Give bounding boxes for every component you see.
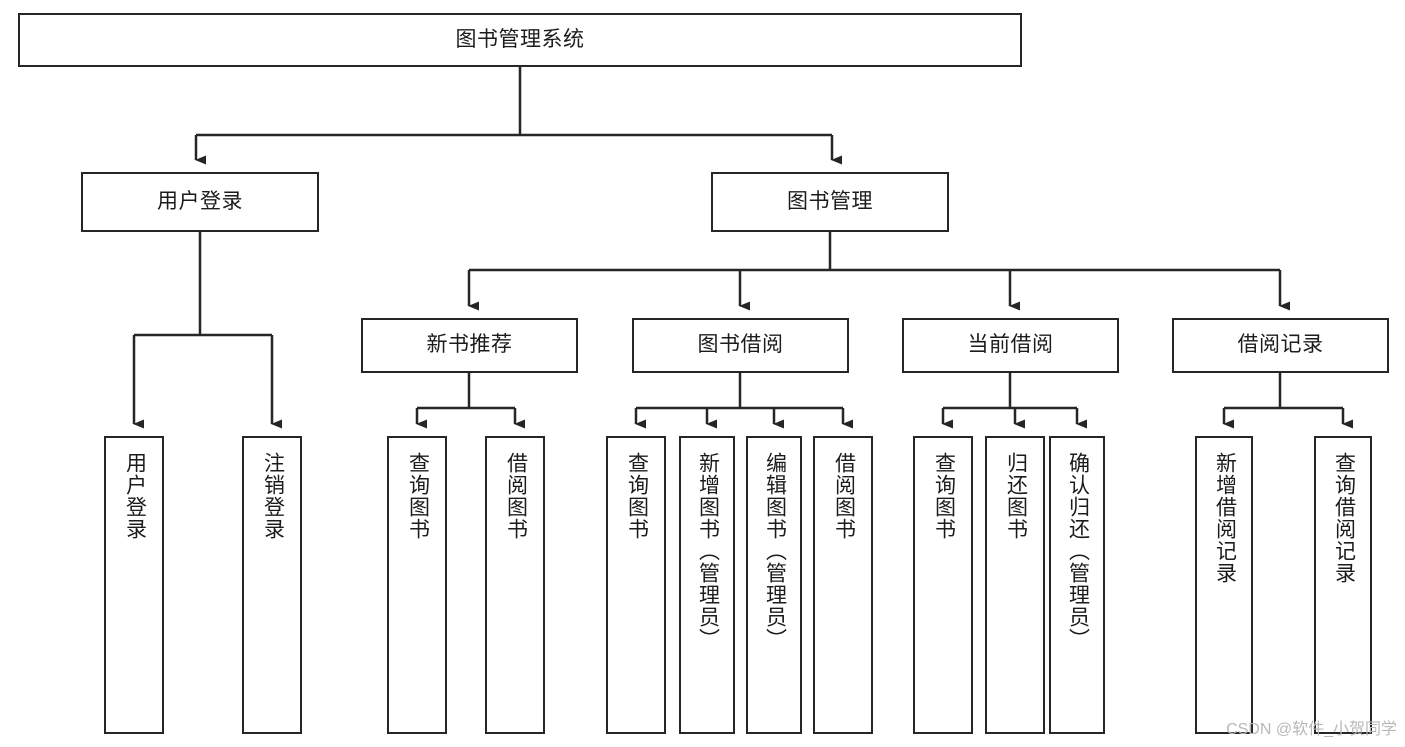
node-borrow-record[interactable]: 借阅记录	[1172, 318, 1389, 373]
node-root-label: 图书管理系统	[455, 27, 585, 51]
node-current-borrow-label: 当前借阅	[967, 333, 1054, 357]
node-leaf-query-book-borrow-label: 查询图书	[625, 452, 649, 540]
node-leaf-query-book-rec[interactable]: 查询图书	[387, 436, 447, 734]
node-leaf-add-record[interactable]: 新增借阅记录	[1195, 436, 1253, 734]
node-leaf-confirm-return[interactable]: 确认归还（管理员）	[1049, 436, 1105, 734]
node-user-login-label: 用户登录	[157, 189, 243, 213]
node-leaf-user-login-label: 用户登录	[123, 452, 147, 540]
node-borrow-record-label: 借阅记录	[1237, 333, 1324, 357]
node-leaf-add-book-label: 新增图书（管理员）	[696, 452, 720, 650]
node-user-login[interactable]: 用户登录	[81, 172, 319, 232]
node-leaf-user-login[interactable]: 用户登录	[104, 436, 164, 734]
node-book-borrow-label: 图书借阅	[697, 333, 784, 357]
node-leaf-return-book-label: 归还图书	[1004, 452, 1028, 540]
node-leaf-borrow-book-rec-label: 借阅图书	[504, 452, 528, 540]
node-book-management-label: 图书管理	[787, 189, 873, 213]
node-book-borrow[interactable]: 图书借阅	[632, 318, 849, 373]
node-root[interactable]: 图书管理系统	[18, 13, 1022, 67]
node-leaf-user-logout-label: 注销登录	[261, 452, 285, 540]
node-leaf-query-book-rec-label: 查询图书	[406, 452, 430, 540]
node-leaf-query-record[interactable]: 查询借阅记录	[1314, 436, 1372, 734]
node-new-book-recommend[interactable]: 新书推荐	[361, 318, 578, 373]
node-current-borrow[interactable]: 当前借阅	[902, 318, 1119, 373]
node-leaf-add-book[interactable]: 新增图书（管理员）	[679, 436, 735, 734]
node-leaf-confirm-return-label: 确认归还（管理员）	[1066, 452, 1090, 650]
node-leaf-edit-book-label: 编辑图书（管理员）	[763, 452, 787, 650]
csdn-watermark: CSDN @软件_小贺同学	[1226, 721, 1397, 738]
node-leaf-user-logout[interactable]: 注销登录	[242, 436, 302, 734]
node-leaf-borrow-book-rec[interactable]: 借阅图书	[485, 436, 545, 734]
node-new-book-recommend-label: 新书推荐	[426, 333, 513, 357]
node-leaf-query-book-current[interactable]: 查询图书	[913, 436, 973, 734]
node-book-management[interactable]: 图书管理	[711, 172, 949, 232]
node-leaf-query-record-label: 查询借阅记录	[1332, 452, 1356, 584]
node-leaf-query-book-current-label: 查询图书	[932, 452, 956, 540]
node-leaf-add-record-label: 新增借阅记录	[1213, 452, 1237, 584]
node-leaf-query-book-borrow[interactable]: 查询图书	[606, 436, 666, 734]
node-leaf-edit-book[interactable]: 编辑图书（管理员）	[746, 436, 802, 734]
node-leaf-borrow-book[interactable]: 借阅图书	[813, 436, 873, 734]
node-leaf-return-book[interactable]: 归还图书	[985, 436, 1045, 734]
node-leaf-borrow-book-label: 借阅图书	[832, 452, 856, 540]
